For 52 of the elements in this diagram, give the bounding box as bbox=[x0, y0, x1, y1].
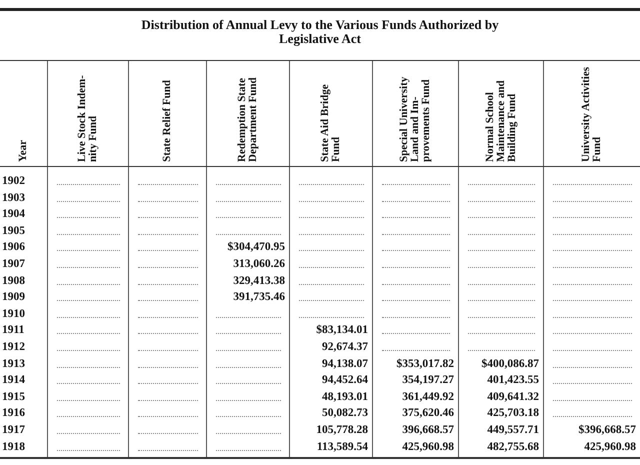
amount-value: $400,086.87 bbox=[480, 356, 539, 372]
year-label: 1913 bbox=[2, 356, 25, 372]
column-header: State Relief Fund bbox=[162, 80, 173, 162]
column-header: State Aid Bridge Fund bbox=[320, 83, 342, 162]
amount-value: 92,674.37 bbox=[321, 340, 368, 355]
table-title: Distribution of Annual Levy to the Various Funds Authorized by Legislative Act bbox=[140, 18, 500, 46]
year-label: 1918 bbox=[2, 440, 25, 455]
amount-value: 425,703.18 bbox=[486, 406, 539, 422]
column-header: Year bbox=[18, 140, 29, 162]
year-label: 1904 bbox=[2, 207, 25, 222]
amount-value: $353,017.82 bbox=[396, 356, 454, 372]
amount-value: 105,778.28 bbox=[315, 423, 368, 438]
year-label: 1908 bbox=[2, 274, 25, 289]
amount-value: 48,193.01 bbox=[321, 390, 368, 405]
amount-value: 50,082.73 bbox=[321, 406, 368, 422]
year-label: 1907 bbox=[2, 257, 25, 272]
year-label: 1916 bbox=[2, 406, 25, 422]
amount-value: 361,449.92 bbox=[401, 390, 454, 405]
amount-value: 425,960.98 bbox=[583, 440, 636, 455]
year-label: 1911 bbox=[2, 323, 24, 338]
amount-value: 313,060.26 bbox=[232, 257, 285, 272]
year-label: 1909 bbox=[2, 290, 25, 306]
year-label: 1906 bbox=[2, 240, 25, 256]
amount-value: 401,423.55 bbox=[486, 373, 539, 388]
amount-value: 329,413.38 bbox=[232, 274, 285, 289]
amount-value: 482,755.68 bbox=[486, 440, 539, 455]
column-header: Live Stock Indem- nity Fund bbox=[77, 74, 99, 162]
amount-value: 425,960.98 bbox=[401, 440, 454, 455]
amount-value: 396,668.57 bbox=[401, 423, 454, 438]
year-label: 1903 bbox=[2, 190, 25, 206]
column-header: Redemption State Department Fund bbox=[237, 76, 259, 162]
year-label: 1915 bbox=[2, 390, 25, 405]
amount-value: 391,735.46 bbox=[232, 290, 285, 306]
year-label: 1912 bbox=[2, 340, 25, 355]
amount-value: 375,620.46 bbox=[401, 406, 454, 422]
amount-value: $83,134.01 bbox=[315, 323, 368, 338]
year-label: 1902 bbox=[2, 174, 25, 189]
year-label: 1917 bbox=[2, 423, 25, 438]
amount-value: 94,138.07 bbox=[321, 356, 368, 372]
amount-value: $396,668.57 bbox=[578, 423, 636, 438]
column-header: Special University Land and Im- provements Fund bbox=[399, 76, 432, 162]
amount-value: $304,470.95 bbox=[226, 240, 285, 256]
year-label: 1905 bbox=[2, 224, 25, 239]
amount-value: 354,197.27 bbox=[401, 373, 454, 388]
amount-value: 94,452.64 bbox=[321, 373, 368, 388]
column-header: Normal School Maintenance and Building Fund bbox=[484, 79, 518, 162]
amount-value: 409,641.32 bbox=[486, 390, 539, 405]
column-header: University Activities Fund bbox=[581, 66, 603, 162]
year-label: 1914 bbox=[2, 373, 25, 388]
year-label: 1910 bbox=[2, 306, 25, 322]
amount-value: 113,589.54 bbox=[316, 440, 368, 455]
amount-value: 449,557.71 bbox=[486, 423, 539, 438]
